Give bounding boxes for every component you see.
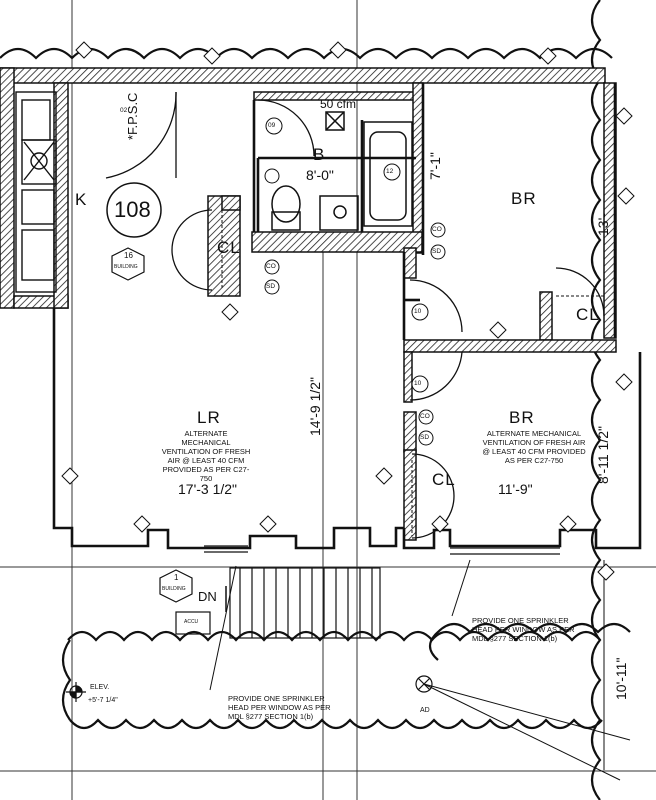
br-bottom-width: 11'-9" <box>498 481 533 497</box>
windows <box>204 545 560 555</box>
lr-width: 17'-3 1/2" <box>178 481 238 497</box>
stair <box>175 567 381 639</box>
closet-br-label: CL <box>432 470 456 489</box>
stair-dn-label: DN <box>198 589 217 604</box>
elevation-marker <box>66 682 86 702</box>
ventilation-note-br: ALTERNATE MECHANICAL VENTILATION OF FRES… <box>482 429 586 465</box>
ventilation-note-lr: ALTERNATE MECHANICAL VENTILATION OF FRES… <box>161 429 251 483</box>
right-dimension: 10'-11" <box>613 657 629 700</box>
closet-shelves <box>221 210 604 536</box>
hatched-walls <box>0 67 617 541</box>
tag-circles <box>264 117 446 446</box>
closet-mid-label: CL <box>217 238 241 257</box>
ad-label: AD <box>420 707 430 714</box>
kitchen-fixtures <box>15 91 57 293</box>
ad-symbol <box>415 675 433 693</box>
bath-fixtures <box>271 111 413 231</box>
building-word-bottom: BUILDING <box>162 586 186 592</box>
bath-width: 8'-0" <box>306 167 334 183</box>
door-tag-10a: 10 <box>414 308 422 315</box>
door-tag-02: 02 <box>120 107 128 114</box>
bath-fan: 50 cfm <box>320 97 357 111</box>
walls <box>52 83 642 550</box>
leader-lines <box>209 559 631 781</box>
closet-top-label: CL <box>576 305 600 324</box>
elevation-label: ELEV. <box>90 684 110 691</box>
sprinkler-note-right: PROVIDE ONE SPRINKLER HEAD PER WINDOW AS… <box>472 616 575 643</box>
bath-label: B <box>313 145 326 164</box>
tag-12: 12 <box>386 168 394 175</box>
lr-label: LR <box>197 408 221 427</box>
br-bottom-depth: 8'-11 1/2" <box>595 426 611 484</box>
door-tag-09: 09 <box>268 122 276 129</box>
co-tag-1: CO <box>266 263 276 270</box>
building-word: BUILDING <box>114 264 138 270</box>
building-hexagons <box>111 247 193 603</box>
revision-clouds <box>0 0 631 800</box>
elevation-value: +5'-7 1/4" <box>88 697 118 704</box>
sd-tag-3: SD <box>420 434 430 441</box>
unit-circle <box>106 182 162 238</box>
kitchen-label: K <box>75 190 88 209</box>
stair-box-label: ACCU <box>184 619 199 625</box>
br-top-dim: 7'-1" <box>427 152 443 180</box>
br-top-label: BR <box>511 189 537 208</box>
co-tag-2: CO <box>432 226 442 233</box>
co-tag-3: CO <box>420 413 430 420</box>
unit-number: 108 <box>114 197 151 222</box>
fpsc-label: *F.P.S.C <box>125 92 140 140</box>
br-bottom-label: BR <box>509 408 535 427</box>
sprinkler-note-bottom: PROVIDE ONE SPRINKLER HEAD PER WINDOW AS… <box>228 694 331 721</box>
building-tag: 16 <box>124 251 133 260</box>
door-tag-10b: 10 <box>414 380 422 387</box>
lr-depth: 14'-9 1/2" <box>307 376 323 436</box>
detail-markers <box>61 41 635 581</box>
sd-tag-1: SD <box>266 283 276 290</box>
sd-tag-2: SD <box>432 248 442 255</box>
br-top-dim2: 13'- <box>595 213 611 236</box>
building-tag-bottom: 1 <box>174 573 179 582</box>
